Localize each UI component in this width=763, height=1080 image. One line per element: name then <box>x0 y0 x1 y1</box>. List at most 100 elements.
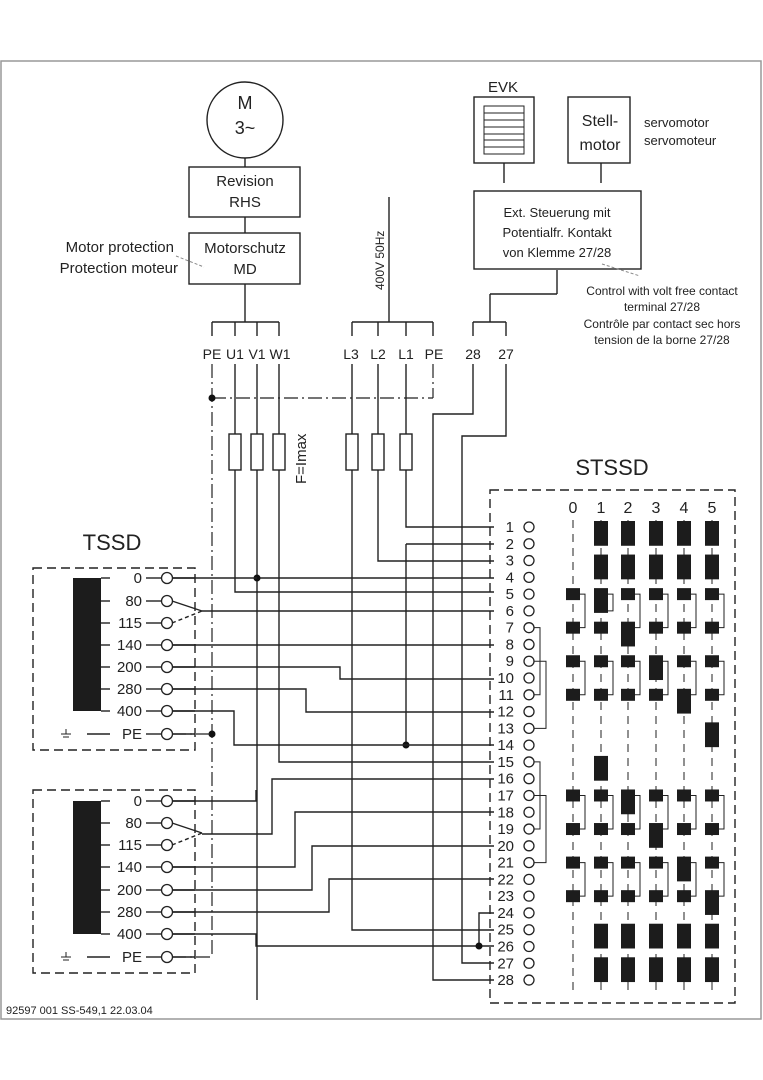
transformer-core <box>73 578 101 711</box>
wire-tssd2-400-26 <box>172 933 494 947</box>
stssd-terminal-label: 12 <box>497 704 514 721</box>
tssd-terminal <box>160 950 174 964</box>
motor-terminal-v1: V1 <box>248 346 265 362</box>
switch-contact <box>677 621 691 634</box>
wire-tssd2-200-20 <box>172 845 494 891</box>
wire-tssd2-140-18 <box>172 811 494 868</box>
tssd-tap-label: 280 <box>117 904 142 921</box>
motor-protection-code: MD <box>233 261 256 278</box>
switch-contact-bar <box>677 957 691 983</box>
wire-24-26-link <box>478 912 494 946</box>
stssd-terminal <box>523 756 535 768</box>
tssd-terminal <box>160 816 174 830</box>
switch-contact <box>566 856 580 869</box>
motor-terminal-u1: U1 <box>226 346 244 362</box>
switch-contact-bar <box>621 923 635 949</box>
stssd-terminal-label: 25 <box>497 922 514 939</box>
stssd-terminal <box>523 840 535 852</box>
fuse-icon <box>345 433 359 471</box>
stssd-terminal-label: 22 <box>497 871 514 888</box>
switch-contact <box>621 856 635 869</box>
stssd-column-label: 3 <box>652 500 661 517</box>
tssd-terminal <box>160 660 174 674</box>
stssd-terminal-label: 17 <box>497 787 514 804</box>
motor-terminal-pe: PE <box>203 346 222 362</box>
motor-terminal-w1: W1 <box>270 346 291 362</box>
switch-contact <box>649 890 663 903</box>
switch-contact-bar <box>649 554 663 580</box>
stssd-terminal-label: 4 <box>506 569 514 586</box>
switch-contact-bar <box>649 823 663 848</box>
switch-contact <box>566 621 580 634</box>
switch-contact <box>705 823 719 836</box>
stssd-terminal <box>523 773 535 785</box>
switch-bridge <box>608 593 614 612</box>
motor-label-phase: 3~ <box>235 118 256 138</box>
motor-protection-label: Motorschutz <box>204 240 286 257</box>
switch-contact-bar <box>621 554 635 580</box>
switch-contact <box>649 621 663 634</box>
stssd-terminal <box>523 521 535 533</box>
switch-bridge <box>580 794 586 830</box>
stssd-terminal-label: 14 <box>497 737 514 754</box>
wire-tssd1-400-14 <box>172 710 494 746</box>
stssd-column-label: 4 <box>680 500 689 517</box>
switch-contact <box>705 588 719 601</box>
tssd-terminal <box>160 682 174 696</box>
wire-tssd2-0 <box>172 790 257 802</box>
switch-contact-bar <box>649 957 663 983</box>
switch-contact <box>621 655 635 668</box>
tssd-terminal <box>160 638 174 652</box>
switch-bridge <box>635 794 641 830</box>
switch-contact-bar <box>705 722 719 748</box>
stssd-terminal-label: 11 <box>498 687 514 704</box>
stssd-terminal-label: 24 <box>497 905 514 922</box>
switch-contact <box>566 789 580 802</box>
external-control-box <box>473 190 642 270</box>
switch-contact <box>594 789 608 802</box>
terminal-jumper <box>534 794 547 864</box>
stssd-column-label: 2 <box>624 500 633 517</box>
switch-bridge <box>719 660 725 696</box>
switch-contact-bar <box>677 521 691 546</box>
switch-contact <box>677 655 691 668</box>
revision-box <box>188 166 301 218</box>
tssd-terminal <box>160 571 174 585</box>
switch-contact <box>594 621 608 634</box>
tssd-terminal <box>160 727 174 741</box>
tssd-tap-label: 400 <box>117 703 142 720</box>
stssd-terminal-label: 16 <box>497 771 514 788</box>
stssd-terminal <box>523 940 535 953</box>
servomotor-box <box>567 96 631 164</box>
wire-tssd1-280-12 <box>172 688 494 713</box>
control-terminal-27: 27 <box>498 346 514 362</box>
switch-contact <box>566 688 580 701</box>
stssd-terminal-label: 3 <box>506 553 514 570</box>
external-control-line1: Ext. Steuerung mit <box>504 205 611 220</box>
stssd-terminal <box>523 974 535 986</box>
tssd-tap-label: 140 <box>117 637 142 654</box>
switch-bridge <box>608 660 614 696</box>
stssd-terminal <box>523 907 535 919</box>
switch-contact-bar <box>621 621 635 647</box>
switch-contact <box>594 688 608 701</box>
switch-bridge <box>691 660 697 696</box>
evk-grille-icon <box>483 105 525 155</box>
drawing-reference: 92597 001 SS-549,1 22.03.04 <box>6 1005 153 1017</box>
stssd-terminal <box>523 739 535 751</box>
stssd-terminal-label: 6 <box>506 603 514 620</box>
stssd-terminal <box>523 571 535 583</box>
switch-contact-bar <box>649 923 663 949</box>
stssd-terminal-label: 5 <box>506 586 514 603</box>
external-control-note-2: terminal 27/28 <box>624 300 700 314</box>
external-control-line3: von Klemme 27/28 <box>503 245 611 260</box>
stssd-terminal <box>523 890 535 902</box>
fuse-icon <box>228 433 242 471</box>
switch-contact <box>649 856 663 869</box>
motor-protection-note-en: Motor protection <box>66 239 174 256</box>
switch-contact <box>594 823 608 836</box>
stssd-title: STSSD <box>575 455 648 480</box>
stssd-terminal <box>523 957 535 969</box>
